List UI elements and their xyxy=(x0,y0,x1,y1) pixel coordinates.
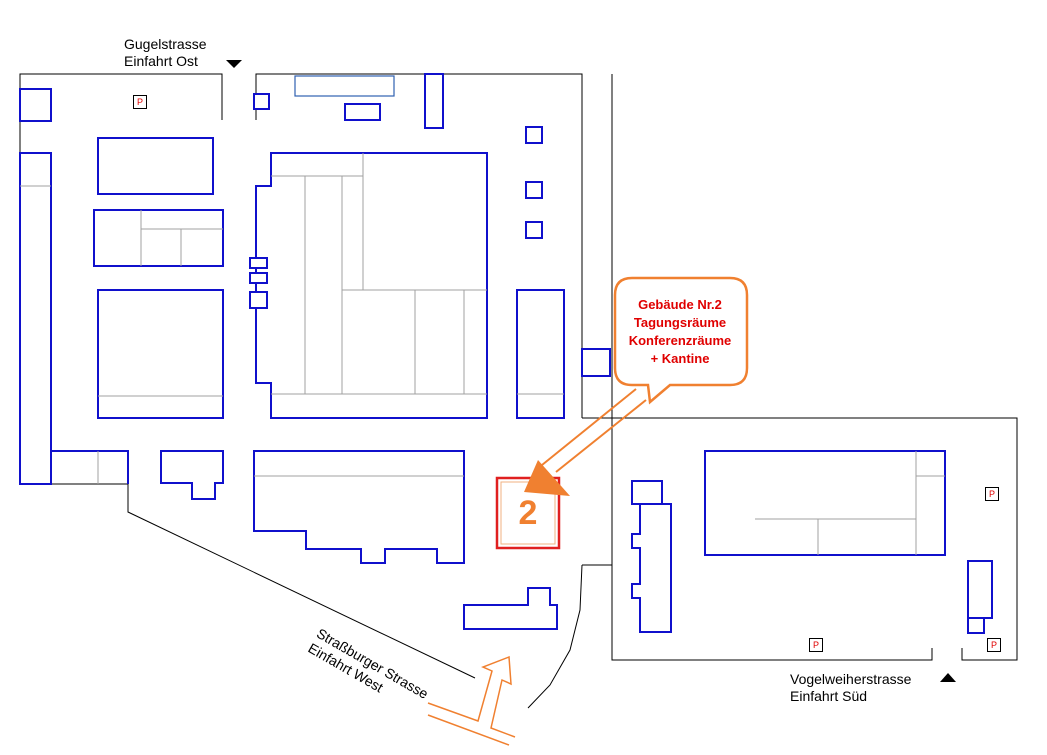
building-i xyxy=(967,560,993,619)
building-ne-3 xyxy=(525,221,543,239)
building-h xyxy=(704,450,946,556)
callout-line2: Tagungsräume xyxy=(633,315,727,330)
street-label-gugel: Gugelstrasse Einfahrt Ost xyxy=(124,36,206,70)
building-nw-corner xyxy=(19,88,52,122)
parking-icon: P xyxy=(987,638,1001,652)
building-g xyxy=(631,480,672,633)
gugel-line2: Einfahrt Ost xyxy=(124,53,198,69)
callout-line1: Gebäude Nr.2 xyxy=(638,297,722,312)
interior-lines xyxy=(20,153,945,555)
building-west-long xyxy=(19,152,52,485)
building-ne-1 xyxy=(525,126,543,144)
building-ne-2 xyxy=(525,181,543,199)
building-f xyxy=(463,587,558,630)
building-main xyxy=(255,152,488,419)
vogel-line2: Einfahrt Süd xyxy=(790,688,868,704)
building-a xyxy=(97,137,214,195)
parking-icon: P xyxy=(809,638,823,652)
callout-line4: + Kantine xyxy=(650,351,710,366)
building-i-small xyxy=(967,617,985,634)
building-side-1 xyxy=(249,257,268,269)
building-light-rect xyxy=(294,75,395,97)
building-e xyxy=(253,450,465,564)
arrow-up-icon xyxy=(940,673,956,682)
building-b xyxy=(93,209,224,267)
building-west-l xyxy=(51,450,129,484)
callout-line3: Konferenzräume xyxy=(628,333,732,348)
building-east-tall xyxy=(516,289,565,419)
building-small-entry xyxy=(253,93,270,110)
parking-icon: P xyxy=(985,487,999,501)
vogel-line1: Vogelweiherstrasse xyxy=(790,671,912,687)
buildings xyxy=(19,73,993,634)
parking-icon: P xyxy=(133,95,147,109)
callout-bubble xyxy=(613,276,749,405)
street-label-vogel: Vogelweiherstrasse Einfahrt Süd xyxy=(790,671,911,705)
building-small-north xyxy=(344,103,381,121)
gugel-line1: Gugelstrasse xyxy=(124,36,207,52)
building-d xyxy=(160,450,224,500)
arrow-down-icon xyxy=(226,60,242,68)
building-tower-north xyxy=(424,73,444,129)
building-2-number: 2 xyxy=(518,493,538,532)
pointer-arrow xyxy=(524,388,647,496)
entrance-arrow-west xyxy=(427,655,516,746)
building-side-3 xyxy=(249,291,268,309)
building-bridge xyxy=(581,348,611,377)
callout-text: Gebäude Nr.2 Tagungsräume Konferenzräume… xyxy=(614,296,746,368)
building-c xyxy=(97,289,224,419)
building-side-2 xyxy=(249,272,268,284)
